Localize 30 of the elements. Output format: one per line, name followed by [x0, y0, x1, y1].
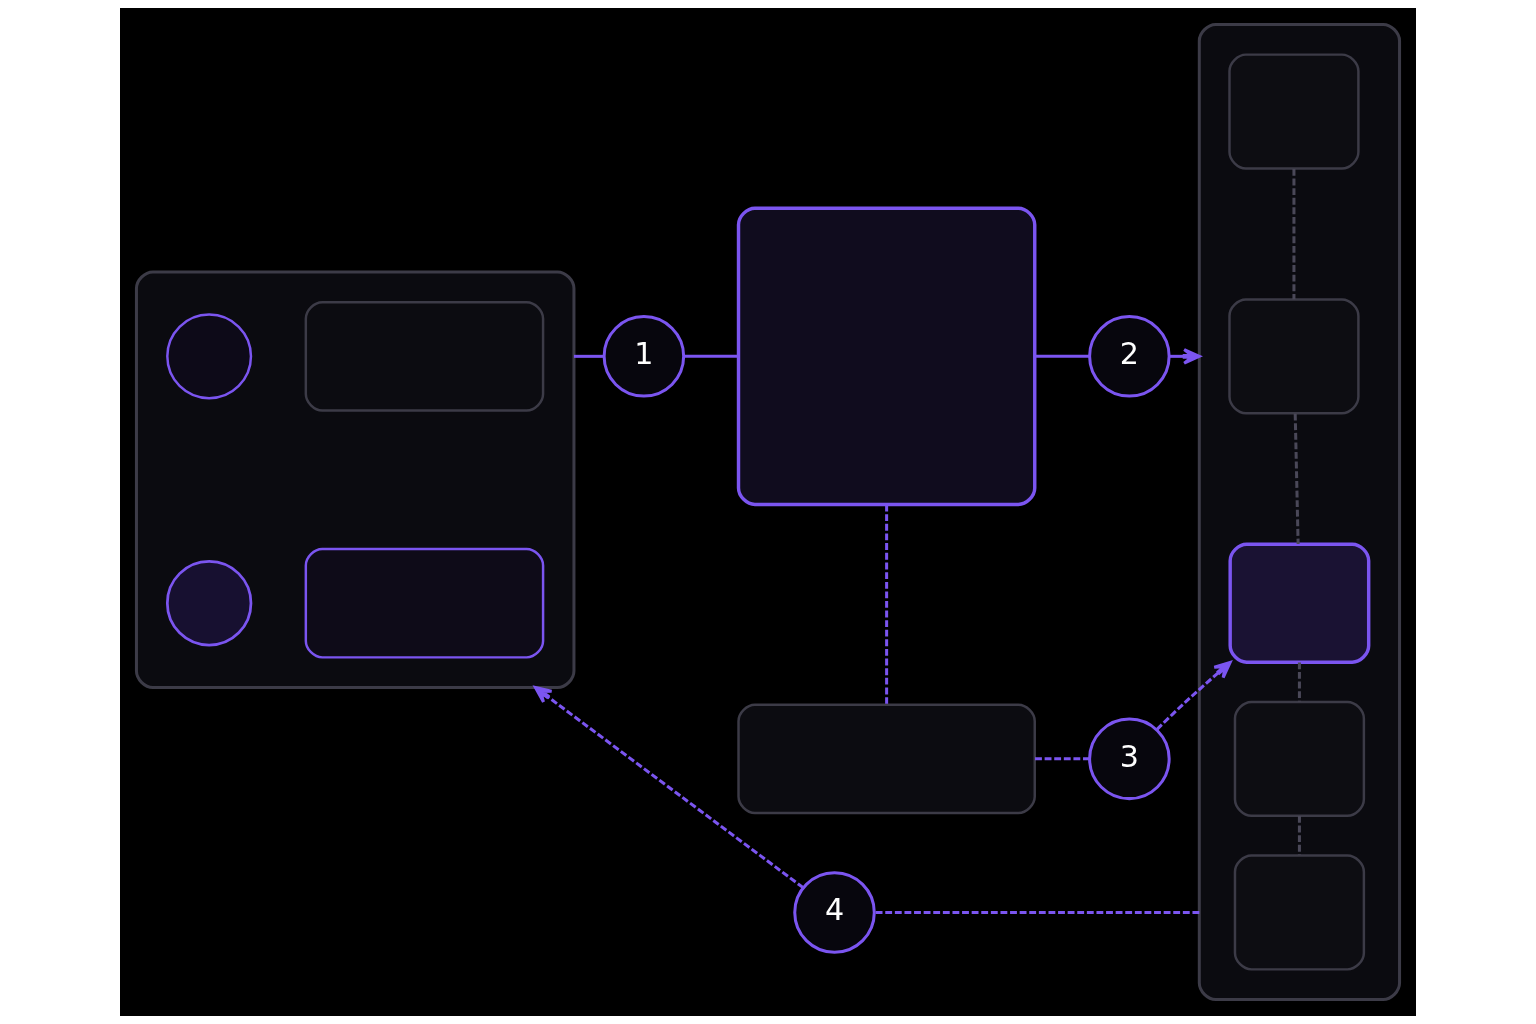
connector — [683, 354, 739, 358]
node-circle: 4 — [793, 871, 876, 954]
node-box — [304, 547, 545, 659]
node-box — [304, 300, 545, 412]
node-box — [1233, 854, 1366, 971]
connector — [1297, 816, 1301, 856]
connector — [1035, 757, 1090, 761]
connector — [874, 910, 1200, 914]
node-box — [1233, 700, 1366, 817]
node-box — [1228, 542, 1371, 664]
connector — [1035, 354, 1090, 358]
cluster — [1197, 22, 1402, 1002]
node-box — [1228, 53, 1360, 170]
node-box — [736, 206, 1037, 507]
connector — [573, 354, 604, 358]
node-circle: 2 — [1088, 315, 1171, 398]
node-circle — [166, 313, 253, 400]
connector — [1297, 662, 1301, 702]
connector — [1292, 169, 1296, 300]
node-circle: 3 — [1088, 717, 1171, 801]
cluster — [134, 270, 576, 690]
node-box — [737, 703, 1036, 815]
arrow — [533, 686, 805, 889]
node-box — [1228, 298, 1360, 415]
node-circle — [165, 560, 253, 647]
arrow — [1155, 661, 1232, 731]
arrow — [1169, 348, 1201, 365]
connector — [1293, 413, 1300, 544]
node-circle: 1 — [602, 315, 686, 398]
connector — [885, 504, 889, 705]
